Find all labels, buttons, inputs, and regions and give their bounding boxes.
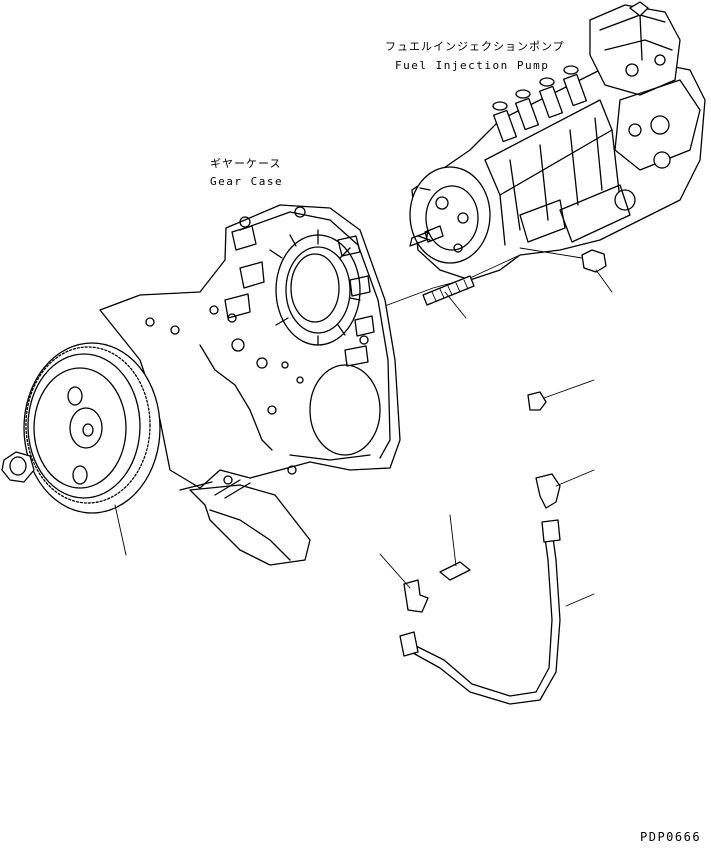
connector <box>439 514 471 581</box>
delivery-valves <box>492 65 588 143</box>
pump-drive-gear <box>23 342 161 556</box>
stud-bolt <box>422 275 475 319</box>
plug <box>527 379 595 411</box>
pump-nut <box>581 249 613 293</box>
fuel-injection-pump <box>409 1 706 281</box>
tee-fitting <box>379 553 429 613</box>
gear-case-label-japanese: ギヤーケース <box>210 157 282 170</box>
fuel-hose <box>399 519 595 705</box>
gear-nut <box>1 451 35 483</box>
pump-label-english: Fuel Injection Pump <box>395 59 550 72</box>
drawing-code: PDP0666 <box>640 830 702 844</box>
gear-case <box>99 204 401 566</box>
elbow-fitting <box>535 469 595 509</box>
pump-label-japanese: フュエルインジェクションポンプ <box>385 40 565 53</box>
gear-case-label-english: Gear Case <box>210 175 284 188</box>
